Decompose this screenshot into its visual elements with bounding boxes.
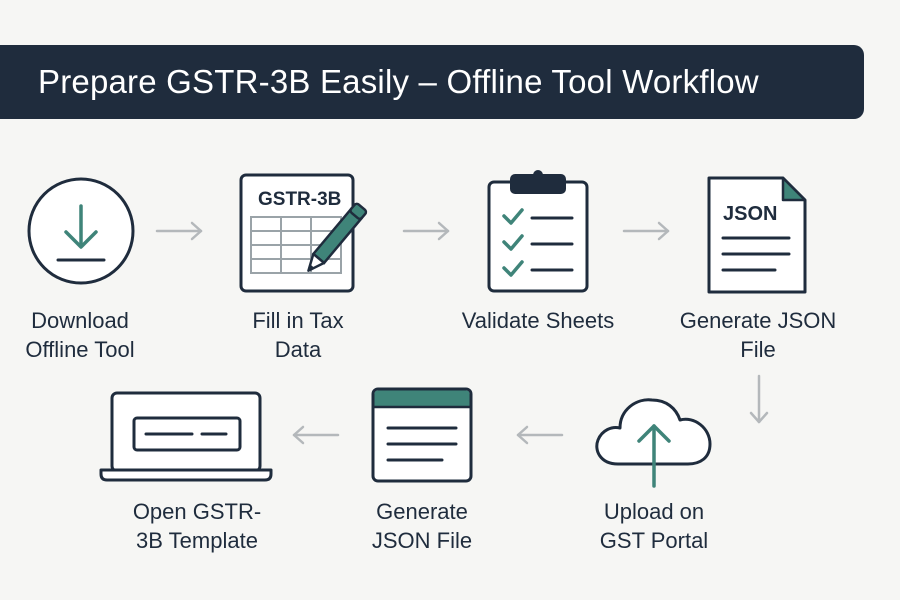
sheet-title: GSTR-3B	[258, 189, 341, 210]
arrow-left-icon	[516, 425, 564, 445]
json-document-icon: JSON	[707, 176, 807, 294]
arrow-down-icon	[749, 374, 769, 424]
laptop-icon	[99, 391, 273, 482]
page-title: Prepare GSTR-3B Easily – Offline Tool Wo…	[38, 63, 759, 100]
clipboard-checklist-icon	[487, 170, 589, 293]
spreadsheet-pencil-icon: GSTR-3B	[239, 173, 368, 293]
step-label: Upload on GST Portal	[599, 499, 709, 553]
arrow-right-icon	[402, 221, 450, 241]
step-label: Generate JSON File	[371, 499, 473, 553]
step-label: Fill in Tax Data	[252, 308, 344, 362]
step-label: Open GSTR- 3B Template	[132, 499, 262, 553]
cloud-upload-icon	[595, 398, 712, 488]
document-title: JSON	[723, 203, 777, 225]
step-label: Validate Sheets	[461, 308, 615, 333]
step-label: Download Offline Tool	[25, 308, 135, 362]
title-banner: Prepare GSTR-3B Easily – Offline Tool Wo…	[0, 45, 864, 119]
step-label: Generate JSON File	[679, 308, 837, 362]
browser-window-icon	[371, 387, 473, 483]
arrow-right-icon	[622, 221, 670, 241]
arrow-right-icon	[155, 221, 203, 241]
download-icon	[27, 177, 135, 285]
arrow-left-icon	[292, 425, 340, 445]
